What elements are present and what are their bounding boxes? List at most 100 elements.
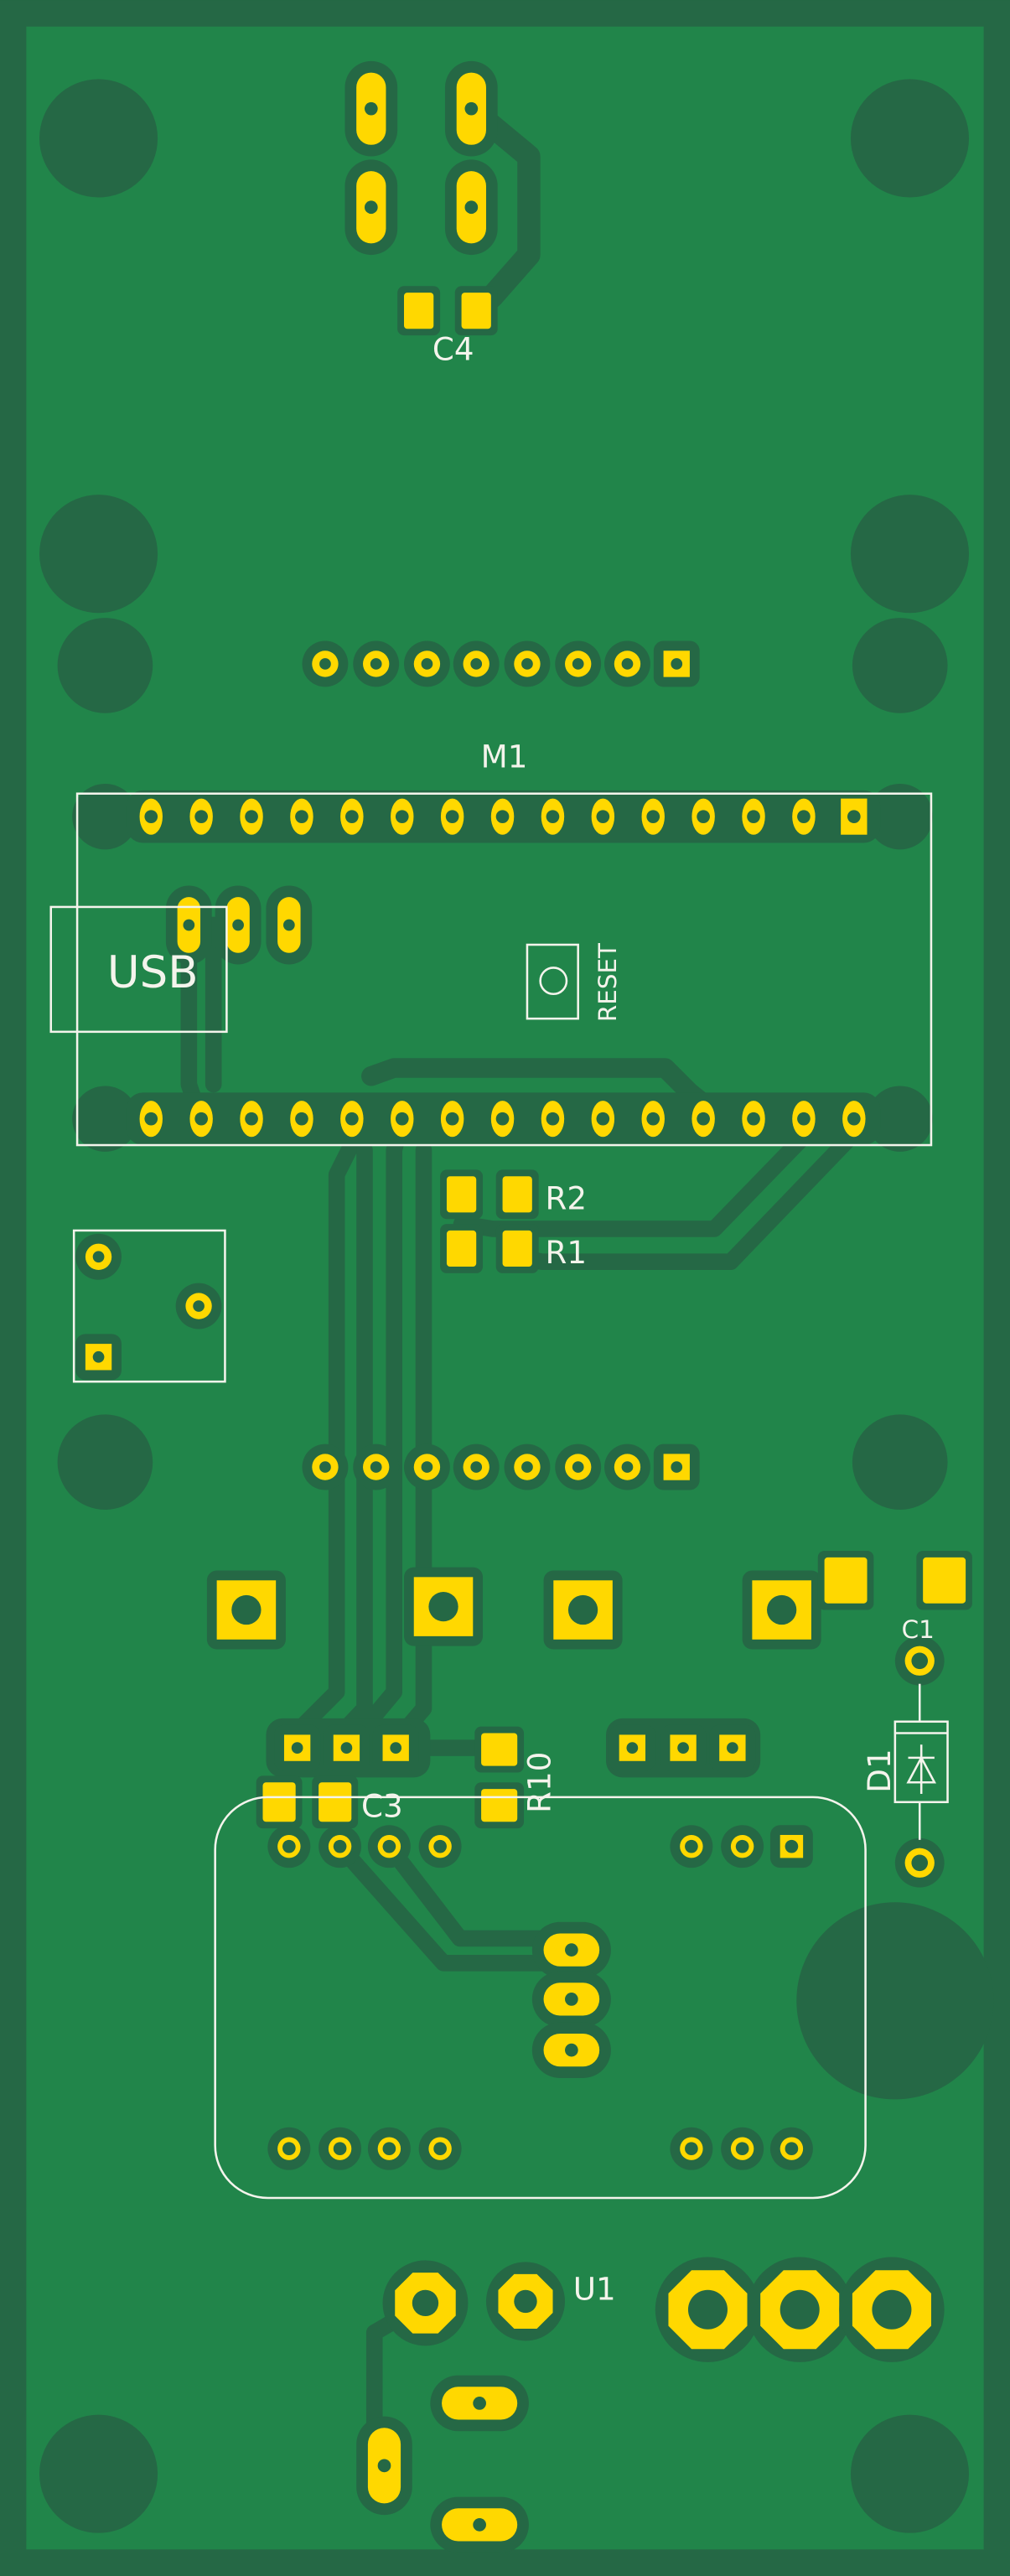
mounting-hole	[796, 1902, 994, 2100]
smd-pad	[446, 1176, 477, 1213]
mounting-hole	[57, 618, 153, 713]
drill-hole	[626, 1742, 639, 1754]
drill-hole	[735, 2142, 749, 2156]
mounting-hole	[852, 1414, 948, 1511]
drill-hole	[319, 1461, 331, 1473]
drill-hole	[797, 810, 811, 824]
smd-pad	[404, 293, 434, 329]
label-r2: R2	[546, 1179, 588, 1216]
smd-pad	[502, 1176, 532, 1213]
drill-hole	[445, 810, 459, 824]
drill-hole	[345, 810, 359, 824]
drill-hole	[232, 919, 244, 931]
reset-button-circle	[539, 967, 568, 996]
smd-pad	[446, 1230, 477, 1267]
drill-hole	[291, 1742, 303, 1754]
drill-hole	[847, 1112, 861, 1126]
u1-outline	[214, 1796, 867, 2200]
label-r1: R1	[546, 1234, 588, 1271]
drill-hole	[785, 1839, 799, 1853]
drill-hole	[183, 919, 195, 931]
drill-hole	[421, 1461, 433, 1473]
drill-hole	[911, 1652, 929, 1670]
drill-hole	[565, 1993, 578, 2006]
drill-hole	[464, 101, 479, 116]
mounting-hole	[39, 495, 158, 614]
mounting-hole	[57, 1414, 153, 1511]
label-reset: RESET	[593, 942, 622, 1022]
drill-hole	[687, 2289, 728, 2330]
drill-hole	[340, 1742, 353, 1754]
drill-hole	[245, 810, 258, 824]
drill-hole	[565, 2043, 578, 2057]
drill-hole	[727, 1742, 738, 1754]
label-c1: C1	[902, 1615, 935, 1644]
drill-hole	[546, 810, 560, 824]
label-u1: U1	[573, 2270, 616, 2307]
drill-hole	[245, 1112, 258, 1126]
drill-hole	[671, 658, 683, 670]
drill-hole	[395, 810, 409, 824]
drill-hole	[470, 1461, 483, 1473]
drill-hole	[572, 658, 584, 670]
drill-hole	[395, 1112, 409, 1126]
drill-hole	[473, 2397, 486, 2410]
mounting-holes	[39, 79, 994, 2533]
drill-hole	[282, 1839, 296, 1853]
drill-hole	[872, 2289, 912, 2330]
drill-hole	[572, 1461, 584, 1473]
drill-hole	[445, 1112, 459, 1126]
label-c4: C4	[432, 330, 474, 367]
drill-hole	[621, 1461, 634, 1473]
drill-hole	[382, 2142, 396, 2156]
smd-pad	[319, 1782, 352, 1822]
drill-hole	[193, 1300, 205, 1312]
copper-fill	[26, 26, 984, 2550]
silkscreen	[49, 792, 949, 2200]
drill-hole	[377, 2459, 391, 2473]
drill-hole	[521, 658, 533, 670]
label-r10: R10	[521, 1752, 557, 1813]
drill-hole	[847, 810, 861, 824]
drill-hole	[382, 1839, 396, 1853]
drill-hole	[194, 810, 208, 824]
mounting-hole	[72, 783, 138, 850]
mounting-hole	[850, 79, 970, 198]
drill-hole	[596, 810, 610, 824]
drill-hole	[464, 200, 479, 215]
mounting-hole	[39, 2414, 158, 2533]
drill-hole	[421, 658, 433, 670]
drill-hole	[433, 1839, 447, 1853]
drill-hole	[911, 1854, 929, 1872]
label-d1: D1	[861, 1749, 898, 1792]
drill-hole	[144, 1112, 158, 1126]
drill-hole	[333, 2142, 347, 2156]
drill-hole	[747, 1112, 760, 1126]
m1-outline	[75, 792, 933, 1147]
mounting-hole	[867, 783, 933, 850]
label-m1: M1	[481, 738, 528, 775]
drill-hole	[546, 1112, 560, 1126]
drill-hole	[567, 1594, 598, 1625]
drill-hole	[473, 2518, 486, 2532]
smd-pad	[824, 1557, 868, 1604]
drill-hole	[282, 2142, 296, 2156]
drill-hole	[319, 658, 331, 670]
drill-hole	[767, 1594, 797, 1625]
drill-hole	[797, 1112, 811, 1126]
d1-body	[893, 1720, 949, 1804]
drill-hole	[747, 810, 760, 824]
mounting-hole	[850, 495, 970, 614]
drill-hole	[685, 1839, 698, 1853]
drill-hole	[428, 1591, 458, 1622]
mounting-hole	[852, 618, 948, 713]
drill-hole	[345, 1112, 359, 1126]
drill-hole	[621, 658, 634, 670]
drill-hole	[685, 2142, 698, 2156]
drill-hole	[231, 1594, 262, 1625]
mounting-hole	[850, 2414, 970, 2533]
smd-pad	[461, 293, 491, 329]
drill-hole	[495, 1112, 510, 1126]
mounting-hole	[867, 1086, 933, 1152]
